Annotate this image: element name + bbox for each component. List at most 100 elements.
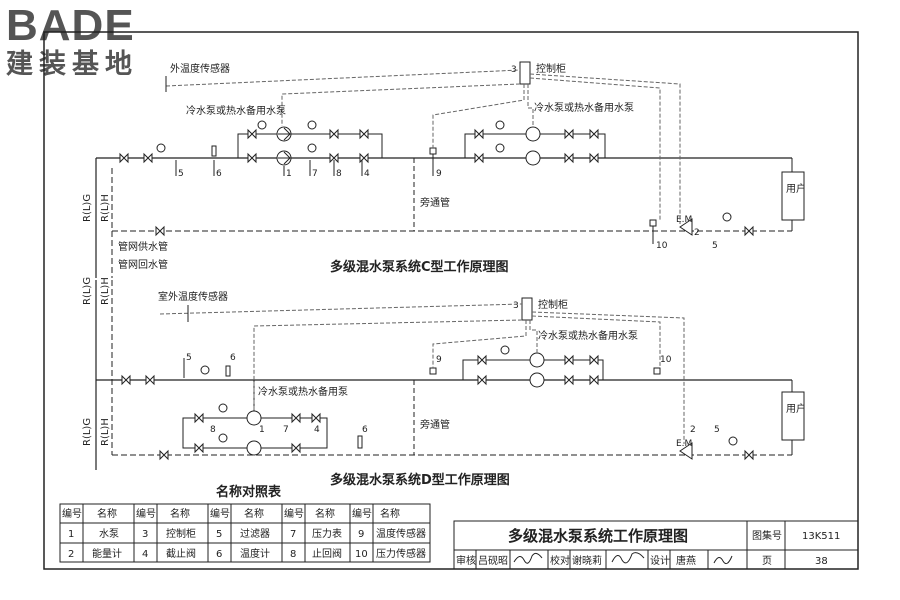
atlas-label: 图集号 [752, 529, 782, 542]
legend-header-row: 编号 名称 编号 名称 编号 名称 编号 名称 编号 名称 [62, 507, 400, 520]
reviewer-signature [513, 552, 543, 564]
sheet-title: 多级混水泵系统工作原理图 [508, 527, 688, 545]
table-row: 2 能量计 4 截止阀 6 温度计 8 止回阀 10 压力传感器 [68, 547, 426, 560]
pump-label-left: 冷水泵或热水备用泵 [258, 385, 348, 398]
legend-cell: 止回阀 [312, 547, 342, 560]
title-block: 多级混水泵系统工作原理图 图集号 13K511 页 38 审核 吕砚昭 校对 谢… [453, 520, 859, 570]
pump-icon [246, 410, 262, 426]
user-box [781, 171, 805, 221]
review-label: 审核 [456, 554, 476, 567]
legend-cell: 截止阀 [166, 547, 196, 560]
legend-header: 编号 [62, 507, 82, 520]
legend-header: 名称 [380, 507, 400, 520]
legend-header: 名称 [97, 507, 117, 520]
legend-title: 名称对照表 [216, 484, 282, 500]
callout: 6 [216, 169, 222, 179]
designer-name: 唐燕 [676, 554, 696, 567]
checker-name: 谢晓莉 [572, 554, 602, 567]
gauges-left [156, 120, 317, 157]
designer-signature [713, 555, 733, 565]
legend-header: 名称 [315, 507, 335, 520]
pump-label-left: 冷水泵或热水备用水泵 [186, 104, 286, 117]
callout: 3 [513, 301, 519, 311]
pump-icon [525, 150, 541, 166]
legend-header: 名称 [170, 507, 190, 520]
logo-subtitle: 建装基地 [6, 49, 138, 80]
user-box [781, 391, 805, 441]
callout: 10 [660, 355, 672, 365]
legend-table: 名称对照表 编号 名称 编号 名称 编号 名称 编号 名称 编号 名称 [59, 484, 431, 563]
legend-header: 编号 [352, 507, 372, 520]
page-number: 38 [815, 556, 828, 567]
callout: 2 [690, 425, 696, 435]
legend-cell: 3 [142, 529, 148, 540]
legend-cell: 温度计 [240, 547, 270, 560]
legend-cell: 7 [290, 529, 296, 540]
logo-brand: BADE [6, 1, 135, 50]
sheet-frame [43, 31, 859, 570]
legend-cell: 8 [290, 549, 296, 560]
legend-cell: 温度传感器 [376, 527, 426, 540]
bypass-label: 旁通管 [420, 418, 450, 431]
control-cabinet [519, 61, 531, 85]
callout: 10 [656, 241, 668, 251]
callout: 6 [362, 425, 368, 435]
control-cabinet-label: 控制柜 [536, 62, 566, 75]
callout: 5 [714, 425, 720, 435]
pump-label-right: 冷水泵或热水备用水泵 [538, 329, 638, 342]
callout: 6 [230, 353, 236, 363]
pump-icon [525, 126, 541, 142]
bypass-label: 旁通管 [420, 196, 450, 209]
pump-icon [246, 440, 262, 456]
callout: 9 [436, 169, 442, 179]
valves-left [119, 128, 369, 164]
return-pipe-label: 管网回水管 [118, 258, 168, 271]
callout: 7 [312, 169, 318, 179]
callout: 2 [694, 228, 700, 238]
user-label: 用户 [786, 182, 806, 195]
callout: 5 [178, 169, 184, 179]
legend-cell: 压力传感器 [376, 547, 426, 560]
pump-group-left [237, 133, 383, 159]
callout: 1 [259, 425, 265, 435]
callout: 1 [286, 169, 292, 179]
legend-cell: 5 [216, 529, 222, 540]
legend-cell: 9 [358, 529, 364, 540]
riser-label-h: R(L)H [100, 277, 111, 305]
riser-label-g: R(L)G [82, 194, 93, 222]
callout: 7 [283, 425, 289, 435]
diagram-d: R(L)G R(L)H R(L)G R(L)H 用户 5 6 [82, 277, 806, 488]
riser-label-h: R(L)H [100, 194, 111, 222]
pump-icon [529, 352, 545, 368]
outdoor-sensor-label: 外温度传感器 [170, 62, 230, 75]
legend-cell: 4 [142, 549, 148, 560]
legend-header: 编号 [210, 507, 230, 520]
check-label: 校对 [550, 554, 570, 567]
em-label: E.M [676, 215, 692, 225]
callout: 8 [210, 425, 216, 435]
atlas-number: 13K511 [802, 531, 840, 542]
legend-cell: 1 [68, 529, 74, 540]
legend-cell: 控制柜 [166, 527, 196, 540]
outdoor-sensor-label: 室外温度传感器 [158, 290, 228, 303]
callout: 8 [336, 169, 342, 179]
legend-cell: 过滤器 [240, 527, 270, 540]
callout: 9 [436, 355, 442, 365]
user-label: 用户 [786, 402, 806, 415]
riser-label-g: R(L)G [82, 418, 93, 446]
diagram-d-title: 多级混水泵系统D型工作原理图 [330, 472, 510, 488]
callout: 4 [364, 169, 370, 179]
diagram-c: R(L)G R(L)H 用户 [82, 61, 806, 278]
pump-label-right: 冷水泵或热水备用水泵 [534, 101, 634, 114]
legend-header: 编号 [284, 507, 304, 520]
control-cabinet-label: 控制柜 [538, 298, 568, 311]
table-row: 1 水泵 3 控制柜 5 过滤器 7 压力表 9 温度传感器 [68, 527, 426, 540]
reviewer-name: 吕砚昭 [478, 555, 508, 567]
design-label: 设计 [650, 554, 670, 567]
legend-header: 名称 [244, 507, 264, 520]
legend-cell: 水泵 [99, 528, 119, 540]
legend-cell: 能量计 [92, 547, 122, 560]
logo: BADE 建装基地 [6, 4, 138, 82]
callout: 5 [712, 241, 718, 251]
